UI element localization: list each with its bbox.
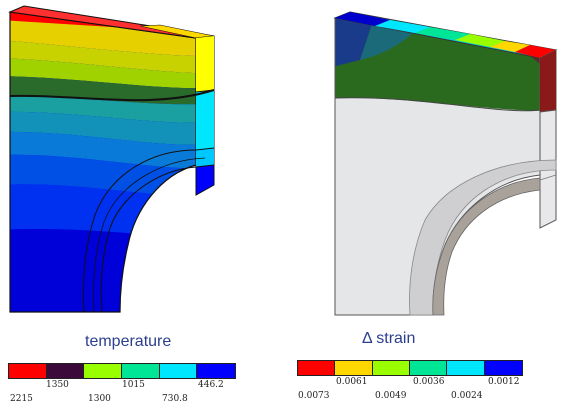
temperature-colorbar-segment <box>84 364 122 378</box>
strain-colorbar-segment <box>372 361 410 375</box>
temperature-tick-label: 446.2 <box>198 380 224 390</box>
strain-tick-label: 0.0024 <box>451 391 483 401</box>
temperature-tick-label: 2215 <box>10 394 33 404</box>
strain-legend-title: Δ strain <box>362 330 416 347</box>
strain-colorbar-segment <box>335 361 373 375</box>
temperature-colorbar-segment <box>121 364 160 378</box>
temperature-legend-title: temperature <box>85 333 172 350</box>
temperature-colorbar <box>8 363 236 379</box>
strain-tick-label: 0.0012 <box>488 377 520 387</box>
temperature-tick-label: 1015 <box>122 380 145 390</box>
temperature-tick-label: 1350 <box>46 380 69 390</box>
strain-contour-model <box>333 11 558 316</box>
temperature-colorbar-segment <box>9 364 47 378</box>
temperature-tick-label: 1300 <box>88 394 111 404</box>
strain-colorbar-segment <box>298 361 336 375</box>
temperature-colorbar-segment <box>197 364 235 378</box>
strain-colorbar-segment <box>484 361 522 375</box>
strain-tick-label: 0.0036 <box>413 377 445 387</box>
temperature-tick-label: 730.8 <box>162 394 188 404</box>
strain-tick-label: 0.0061 <box>336 377 368 387</box>
temperature-colorbar-segment <box>159 364 198 378</box>
strain-colorbar-segment <box>409 361 448 375</box>
strain-colorbar-segment <box>447 361 485 375</box>
temperature-contour-model <box>8 5 215 313</box>
strain-colorbar <box>297 360 523 376</box>
strain-tick-label: 0.0049 <box>375 391 407 401</box>
temperature-colorbar-segment <box>46 364 85 378</box>
strain-tick-label: 0.0073 <box>298 391 330 401</box>
